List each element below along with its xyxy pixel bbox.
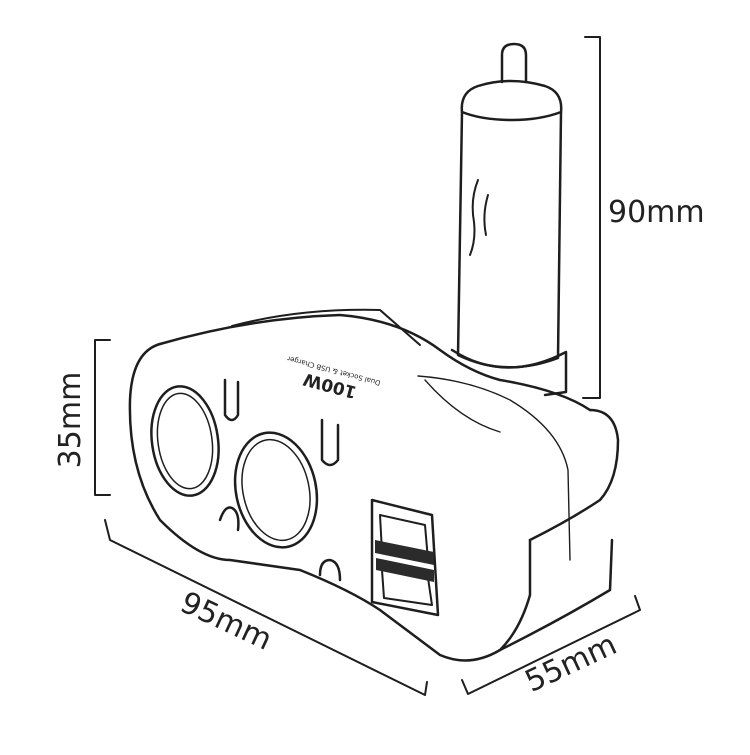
body-right-edge xyxy=(528,408,620,542)
plug-collar xyxy=(450,348,568,397)
plug-tip xyxy=(500,42,528,84)
dim-line-90mm xyxy=(582,36,601,399)
dim-line-55mm xyxy=(461,595,641,695)
plug-highlight-2 xyxy=(483,194,489,236)
dim-line-95mm xyxy=(104,519,428,696)
plug xyxy=(450,42,568,397)
socket-left-rim xyxy=(156,392,214,490)
body-top xyxy=(158,313,592,412)
dim-label-35mm: 35mm xyxy=(53,372,88,469)
dim-label-55mm: 55mm xyxy=(520,627,622,700)
body-side-seam xyxy=(417,375,571,561)
plug-highlight xyxy=(469,179,479,256)
notch-bottom-right xyxy=(318,558,342,582)
notch-bottom-left xyxy=(218,506,240,532)
socket-right-rim xyxy=(241,438,311,542)
usb-insert-top xyxy=(375,540,434,565)
dim-label-90mm: 90mm xyxy=(608,195,705,230)
plug-cap xyxy=(460,79,563,122)
socket-left xyxy=(150,385,220,497)
notch-top-right xyxy=(320,418,340,467)
usb-inserts xyxy=(375,540,434,582)
body-crease xyxy=(424,379,501,433)
usb-housing xyxy=(370,498,440,617)
charger-body xyxy=(128,308,620,662)
usb-insert-bottom xyxy=(376,558,434,582)
dimension-lines xyxy=(94,36,641,696)
socket-right xyxy=(233,431,319,549)
dim-line-35mm xyxy=(94,339,111,496)
body-top-back xyxy=(231,308,421,346)
notch-top-left xyxy=(223,378,240,422)
body-right-lower xyxy=(498,538,614,652)
